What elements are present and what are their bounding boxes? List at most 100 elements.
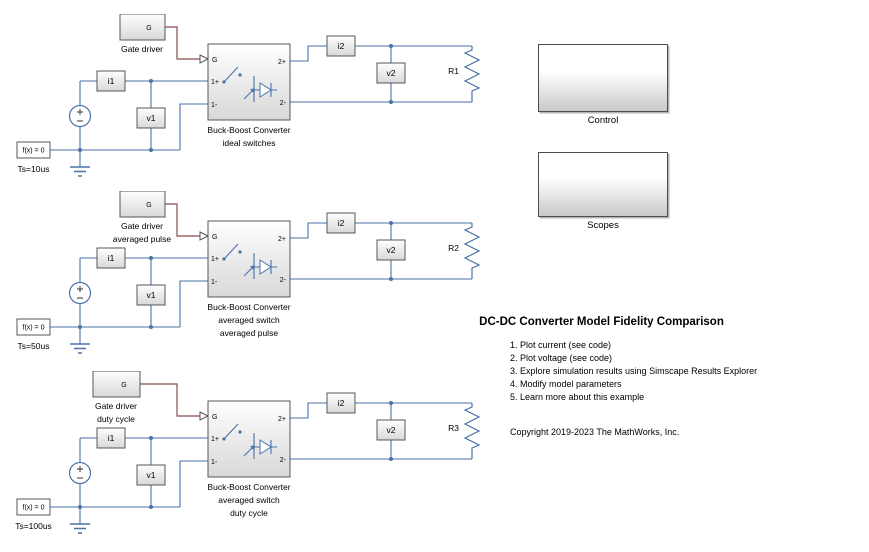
wire-path[interactable]: [50, 45, 472, 167]
port-label-g: G: [212, 234, 217, 241]
voltage-sensor-v2[interactable]: v2: [376, 62, 406, 84]
electrical-wires[interactable]: [50, 221, 472, 344]
circuit-ideal-switches: G Gate driver G 1+ 1- 2+ 2-: [0, 13, 505, 206]
junction-dot: [389, 457, 393, 461]
gate-port-label: G: [121, 382, 126, 389]
junction-dot: [149, 325, 153, 329]
port-label-1minus: 1-: [211, 102, 218, 109]
control-subsystem-block[interactable]: [538, 44, 668, 112]
svg-text:v2: v2: [387, 245, 396, 255]
resistor-zigzag-icon: [463, 223, 481, 279]
junction-dot: [389, 277, 393, 281]
current-sensor-i1[interactable]: i1: [96, 247, 126, 269]
dc-source-block[interactable]: [68, 281, 92, 305]
svg-text:v1: v1: [147, 290, 156, 300]
converter-label[interactable]: Buck-Boost Converter ideal switches: [207, 125, 290, 148]
resistor-label[interactable]: R1: [448, 66, 459, 76]
ground-icon: [70, 343, 90, 354]
svg-text:Gate driver: Gate driver: [95, 401, 137, 411]
resistor-zigzag-icon: [463, 46, 481, 102]
copyright-text: Copyright 2019-2023 The MathWorks, Inc.: [510, 427, 680, 437]
gate-signal-wire[interactable]: [165, 26, 200, 60]
junction-dot: [149, 505, 153, 509]
junction-dot: [389, 100, 393, 104]
solver-label[interactable]: Ts=50us: [18, 341, 50, 351]
gate-driver-block[interactable]: G: [119, 13, 166, 41]
voltage-sensor-v2[interactable]: v2: [376, 239, 406, 261]
resistor-label[interactable]: R2: [448, 243, 459, 253]
resistor-block[interactable]: [463, 403, 481, 459]
port-label-2minus: 2-: [280, 277, 287, 284]
annotation-title: DC-DC Converter Model Fidelity Compariso…: [479, 316, 724, 328]
port-label-g: G: [212, 57, 217, 64]
current-sensor-i2[interactable]: i2: [326, 392, 356, 414]
ground-block[interactable]: [70, 523, 90, 534]
step-item[interactable]: 2. Plot voltage (see code): [510, 353, 613, 363]
solver-config-block[interactable]: f(x) = 0: [16, 498, 51, 516]
dc-source-block[interactable]: [68, 461, 92, 485]
junction-dot: [149, 436, 153, 440]
solver-label[interactable]: Ts=10us: [18, 164, 50, 174]
gate-driver-block[interactable]: G: [119, 190, 166, 218]
port-label-2minus: 2-: [280, 100, 287, 107]
port-label-2plus: 2+: [278, 416, 286, 423]
converter-block[interactable]: G 1+ 1- 2+ 2-: [207, 43, 291, 121]
port-label-1plus: 1+: [211, 436, 219, 443]
gate-signal-wire[interactable]: [140, 383, 200, 417]
port-label-2minus: 2-: [280, 457, 287, 464]
svg-text:i2: i2: [338, 41, 345, 51]
g-port-arrow-icon: [199, 54, 210, 64]
gate-driver-label[interactable]: Gate driver averaged pulse: [113, 221, 171, 244]
svg-text:Buck-Boost Converter: Buck-Boost Converter: [207, 482, 290, 492]
port-label-1minus: 1-: [211, 459, 218, 466]
step-item[interactable]: 4. Modify model parameters: [510, 379, 622, 389]
solver-label[interactable]: Ts=100us: [15, 521, 52, 531]
wire-path[interactable]: [50, 222, 472, 344]
electrical-wires[interactable]: [50, 401, 472, 524]
converter-icon: [222, 243, 277, 279]
step-item[interactable]: 5. Learn more about this example: [510, 392, 645, 402]
resistor-block[interactable]: [463, 223, 481, 279]
gate-port-label: G: [146, 25, 151, 32]
current-sensor-i2[interactable]: i2: [326, 35, 356, 57]
port-label-2plus: 2+: [278, 59, 286, 66]
scopes-label[interactable]: Scopes: [587, 220, 619, 231]
solver-config-block[interactable]: f(x) = 0: [16, 318, 51, 336]
annotation-steps: 1. Plot current (see code) 2. Plot volta…: [510, 339, 757, 404]
junction-dot: [78, 505, 82, 509]
gate-signal-wire[interactable]: [165, 203, 200, 237]
svg-text:i2: i2: [338, 218, 345, 228]
wire-path[interactable]: [50, 402, 472, 524]
port-label-1plus: 1+: [211, 256, 219, 263]
step-item[interactable]: 3. Explore simulation results using Sims…: [510, 366, 758, 376]
gate-driver-block[interactable]: G: [92, 370, 141, 398]
resistor-label[interactable]: R3: [448, 423, 459, 433]
gate-driver-label[interactable]: Gate driver: [121, 44, 163, 54]
voltage-sensor-v1[interactable]: v1: [136, 284, 166, 306]
junction-dot: [149, 79, 153, 83]
gate-driver-label[interactable]: Gate driver duty cycle: [95, 401, 137, 424]
converter-icon: [222, 66, 277, 102]
junction-dot: [78, 148, 82, 152]
converter-label[interactable]: Buck-Boost Converter averaged switch ave…: [207, 302, 290, 338]
solver-config-block[interactable]: f(x) = 0: [16, 141, 51, 159]
current-sensor-i2[interactable]: i2: [326, 212, 356, 234]
current-sensor-i1[interactable]: i1: [96, 70, 126, 92]
converter-label[interactable]: Buck-Boost Converter averaged switch dut…: [207, 482, 290, 518]
g-port-arrow-icon: [199, 411, 210, 421]
ground-block[interactable]: [70, 343, 90, 354]
resistor-block[interactable]: [463, 46, 481, 102]
voltage-sensor-v1[interactable]: v1: [136, 464, 166, 486]
scopes-subsystem-block[interactable]: [538, 152, 668, 217]
port-label-g: G: [212, 414, 217, 421]
converter-block[interactable]: G 1+ 1- 2+ 2-: [207, 400, 291, 478]
dc-source-block[interactable]: [68, 104, 92, 128]
voltage-sensor-v2[interactable]: v2: [376, 419, 406, 441]
ground-block[interactable]: [70, 166, 90, 177]
step-item[interactable]: 1. Plot current (see code): [510, 340, 612, 350]
converter-block[interactable]: G 1+ 1- 2+ 2-: [207, 220, 291, 298]
voltage-sensor-v1[interactable]: v1: [136, 107, 166, 129]
control-label[interactable]: Control: [587, 115, 619, 126]
electrical-wires[interactable]: [50, 44, 472, 167]
current-sensor-i1[interactable]: i1: [96, 427, 126, 449]
